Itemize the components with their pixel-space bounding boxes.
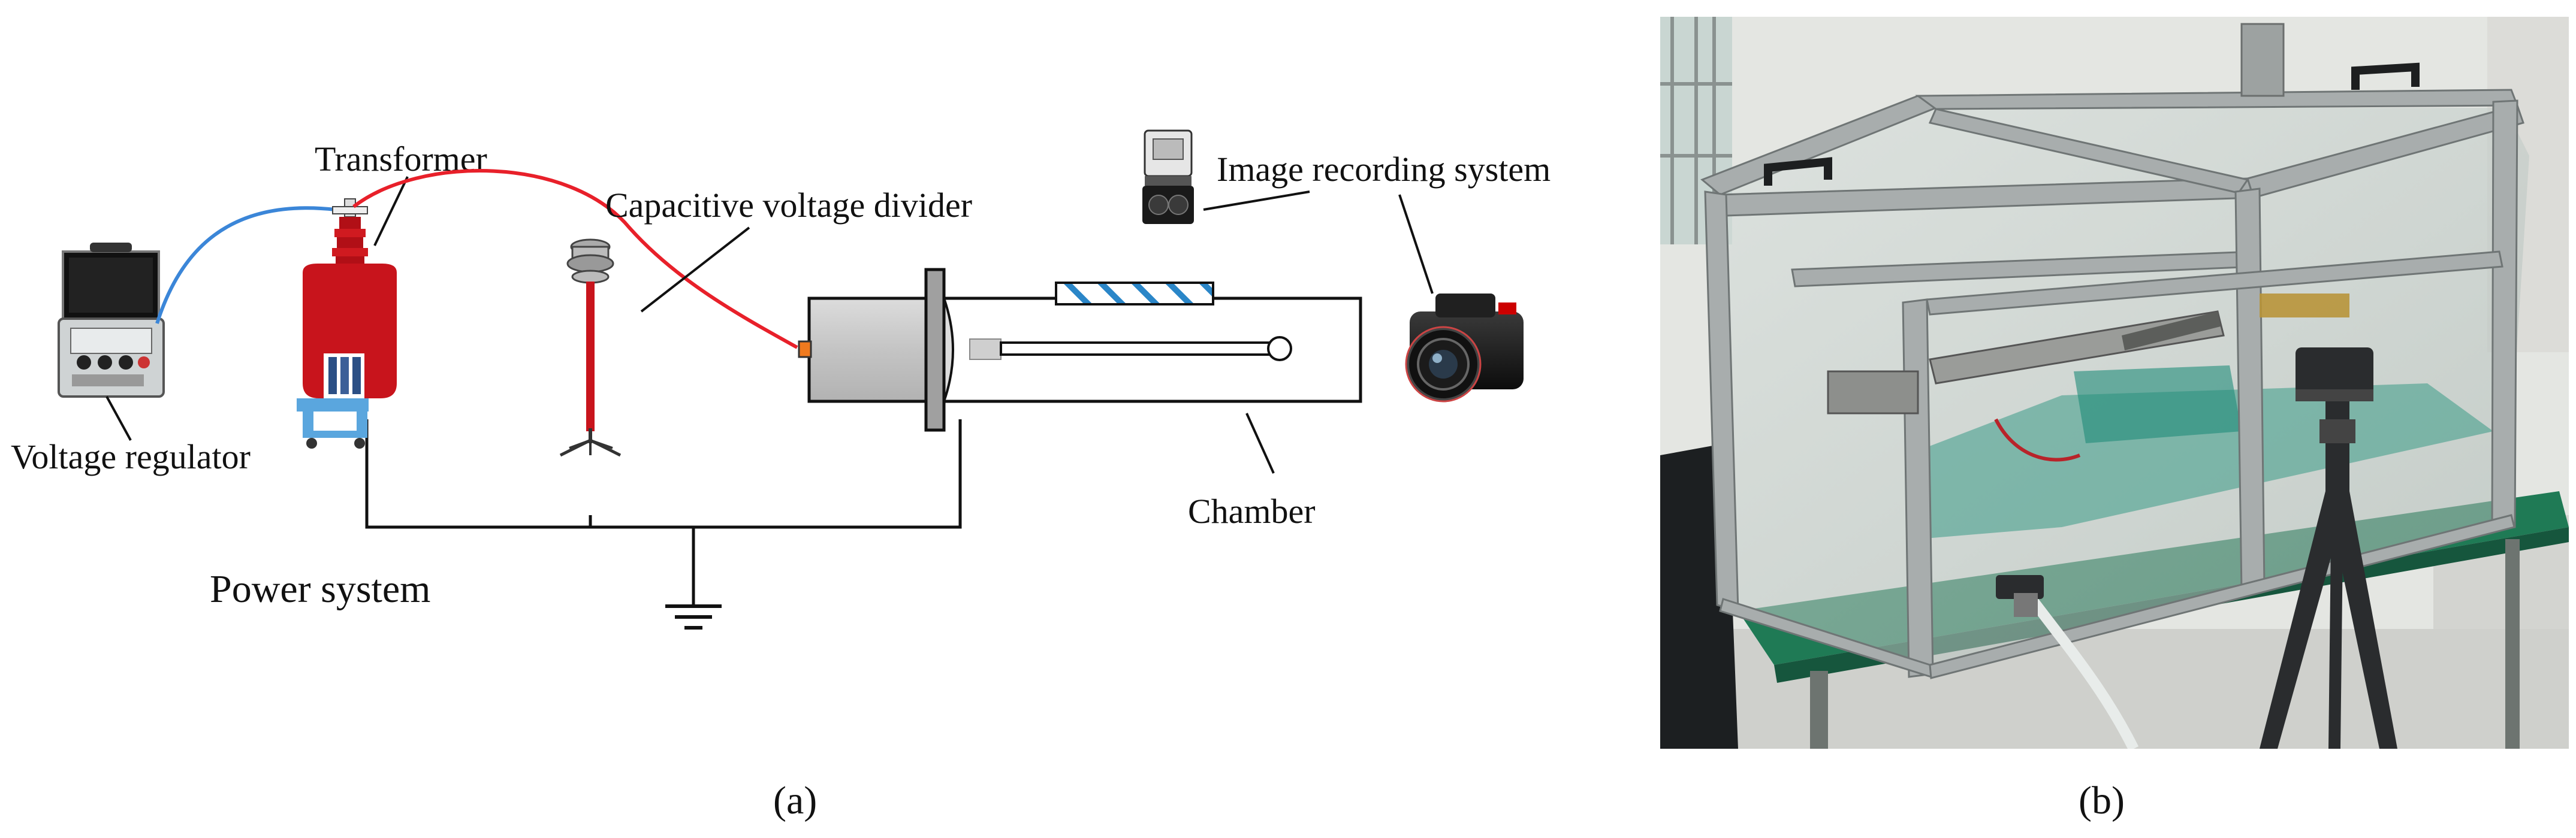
hv-cable — [352, 169, 798, 349]
image-recording-label: Image recording system — [1217, 150, 1551, 189]
power-system-label: Power system — [210, 567, 430, 611]
chamber — [798, 268, 1362, 432]
transformer — [297, 198, 397, 449]
recording-label-leader — [1203, 190, 1310, 211]
panel-a-schematic: Voltage regulator Transformer — [11, 129, 1551, 822]
lab-photo — [1660, 17, 2569, 749]
ground-wiring — [365, 419, 962, 605]
divider-label-leader — [640, 226, 750, 313]
chamber-label-leader — [1245, 413, 1275, 474]
dslr-camera-icon — [1405, 294, 1524, 403]
ground-symbol — [665, 604, 722, 630]
caption-a: (a) — [773, 779, 817, 822]
high-speed-camera-icon — [1142, 129, 1194, 224]
camera-label-leader — [1398, 194, 1434, 294]
regulator-label-leader — [105, 396, 132, 441]
regulator-cable — [155, 206, 336, 324]
voltage-regulator-label: Voltage regulator — [11, 437, 251, 476]
panel-b-photo: (b) — [1660, 17, 2569, 822]
capacitive-divider-label: Capacitive voltage divider — [605, 186, 972, 225]
transformer-label-leader — [373, 176, 409, 246]
tripod-camera — [2260, 347, 2397, 749]
capacitive-voltage-divider — [559, 238, 622, 457]
chamber-label: Chamber — [1188, 492, 1316, 531]
voltage-regulator — [58, 243, 165, 398]
caption-b: (b) — [2079, 779, 2125, 822]
